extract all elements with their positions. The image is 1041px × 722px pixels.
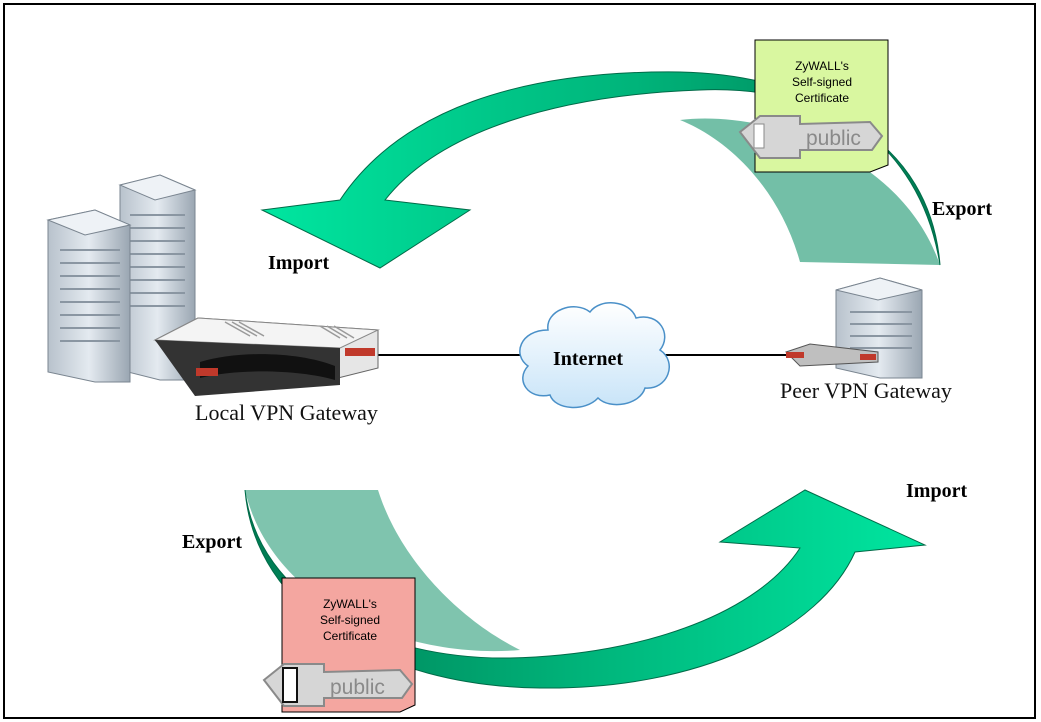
local-server-towers-icon — [46, 174, 197, 383]
svg-text:Self-signed: Self-signed — [320, 613, 380, 627]
svg-text:public: public — [330, 676, 385, 699]
key-icon — [738, 115, 884, 159]
svg-text:Self-signed: Self-signed — [792, 75, 852, 89]
svg-text:public: public — [806, 127, 861, 150]
import-label-top: Import — [268, 252, 329, 274]
export-label-top: Export — [932, 198, 992, 220]
local-gateway-label: Local VPN Gateway — [195, 400, 378, 425]
export-label-bottom: Export — [182, 531, 242, 553]
import-label-bottom: Import — [906, 480, 967, 502]
svg-text:Certificate: Certificate — [323, 629, 377, 643]
peer-gateway-label: Peer VPN Gateway — [780, 378, 952, 403]
svg-text:ZyWALL's: ZyWALL's — [323, 597, 377, 611]
svg-text:ZyWALL's: ZyWALL's — [795, 59, 849, 73]
key-icon — [262, 663, 414, 707]
local-gateway-device-icon — [153, 317, 380, 396]
svg-text:Certificate: Certificate — [795, 91, 849, 105]
internet-label: Internet — [553, 348, 623, 370]
certificate-top: ZyWALL's Self-signed Certificate public — [738, 39, 889, 173]
peer-gateway-device-icon — [785, 343, 879, 367]
certificate-bottom: ZyWALL's Self-signed Certificate public — [262, 577, 416, 713]
internet-cloud-icon — [519, 302, 670, 409]
